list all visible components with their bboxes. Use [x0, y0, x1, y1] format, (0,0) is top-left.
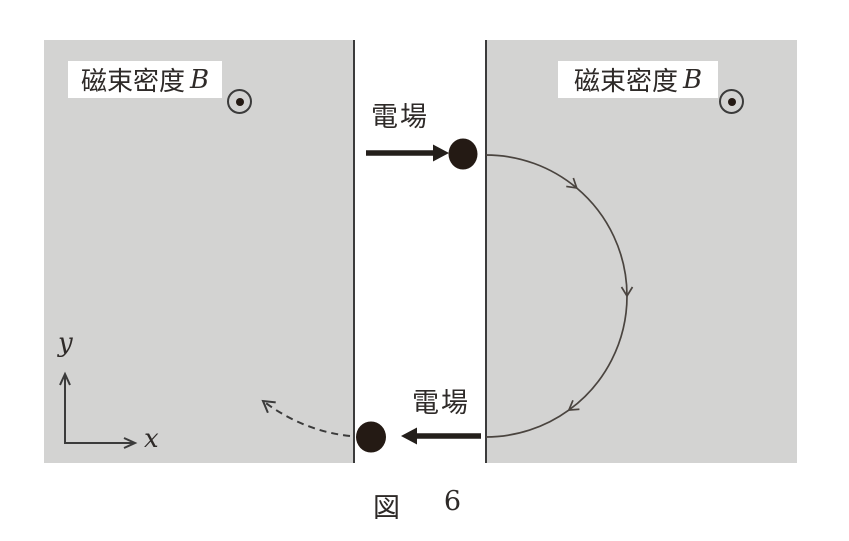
dashed-trajectory	[261, 399, 351, 437]
flux-density-symbol-right: B	[682, 64, 703, 95]
flux-density-symbol-left: B	[189, 64, 210, 95]
field-out-of-page-icon	[227, 89, 252, 114]
flux-density-text-left: 磁束密度	[80, 67, 185, 97]
y-axis-label: y	[58, 328, 73, 358]
particle-top	[448, 138, 478, 170]
electric-field-label-bottom: 電場	[412, 388, 470, 419]
x-axis-label: x	[144, 424, 159, 454]
electric-field-arrow-bottom	[401, 427, 481, 445]
semicircle-trajectory	[485, 154, 634, 438]
particle-bottom	[356, 421, 386, 453]
electric-field-arrow-top	[366, 144, 449, 162]
coordinate-axes	[59, 371, 138, 449]
flux-density-text-right: 磁束密度	[573, 67, 678, 97]
magnetic-region-left	[44, 40, 355, 463]
field-dot	[235, 97, 244, 106]
magnetic-region-right	[485, 40, 797, 463]
electric-field-label-top: 電場	[371, 102, 429, 133]
field-out-of-page-icon	[719, 89, 744, 114]
figure-caption: 図 6	[373, 486, 461, 525]
caption-label: 図	[373, 493, 400, 524]
caption-number: 6	[443, 486, 461, 517]
field-dot	[727, 97, 736, 106]
